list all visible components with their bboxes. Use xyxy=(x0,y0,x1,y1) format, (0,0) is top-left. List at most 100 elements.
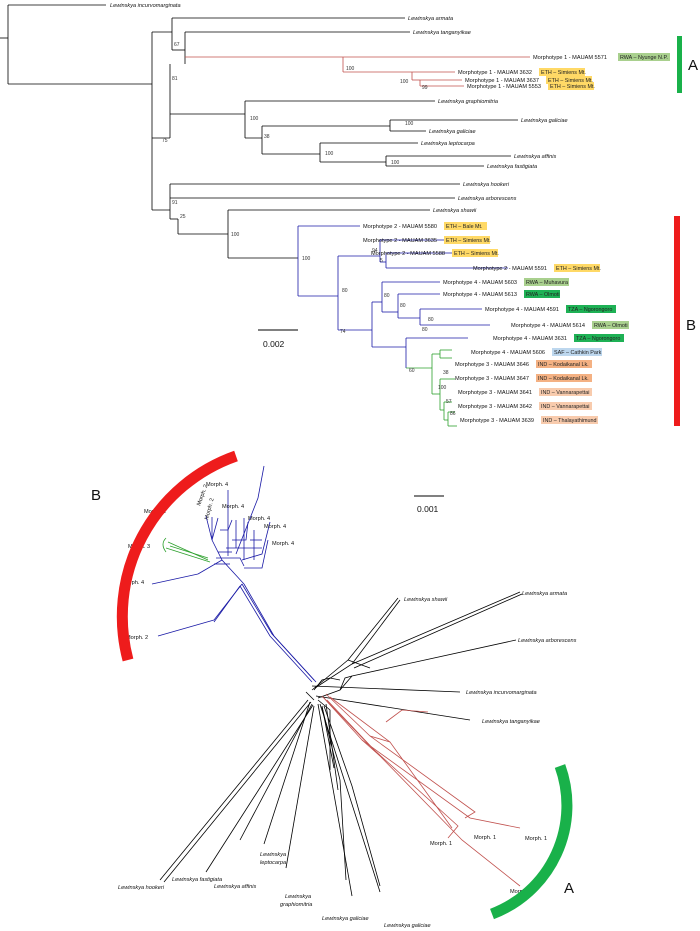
species-label: Lewinskya tanganyikae xyxy=(482,719,540,725)
tip-label: Morphotype 2 - MAUAM 5591 xyxy=(473,266,547,272)
svg-text:SAF – Cathkin Park: SAF – Cathkin Park xyxy=(554,350,602,356)
support-value: 94 xyxy=(372,248,378,254)
geo-tag: RWA – Nyunge N.P. xyxy=(618,53,670,61)
species-label: Lewinskya hookeri xyxy=(118,885,165,891)
tip-label: Lewinskya shawii xyxy=(433,208,477,214)
geo-tag: RWA – Olmoti xyxy=(592,321,629,329)
support-value: 80 xyxy=(428,317,434,323)
tip-label: Morphotype 1 - MAUAM 3632 xyxy=(458,70,532,76)
tip-label: Lewinskya galiciae xyxy=(521,118,568,124)
support-value: 75 xyxy=(162,138,168,144)
species-label: Lewinskya galiciae xyxy=(322,916,369,922)
morph-label: Morph. 1 xyxy=(430,841,452,847)
morph-label: Morph. 4 xyxy=(272,541,294,547)
tip-label: Lewinskya arborescens xyxy=(458,196,517,202)
tip-label: Lewinskya incurvomarginata xyxy=(110,3,181,9)
morph-label: Morph. 4 xyxy=(122,580,144,586)
support-value: 100 xyxy=(438,385,447,391)
tree-branches-clade-a xyxy=(185,56,530,87)
geo-tag: SAF – Cathkin Park xyxy=(552,348,602,356)
support-value: 100 xyxy=(391,160,400,166)
species-label: Lewinskya arborescens xyxy=(518,638,577,644)
species-label: graphiomitria xyxy=(280,902,312,908)
network-morph-labels: Morph. 4 Morph. 4 Morph. 2 Morph. 2 Morp… xyxy=(122,482,547,895)
species-label: Lewinskya fastigiata xyxy=(172,877,222,883)
geo-tag: RWA – Muhavura xyxy=(524,278,569,286)
support-value: 100 xyxy=(302,256,311,262)
svg-text:IND – Thalayathimund: IND – Thalayathimund xyxy=(543,418,597,424)
support-value: 80 xyxy=(342,288,348,294)
tip-label: Morphotype 2 - MAUAM 5588 xyxy=(371,251,445,257)
geo-tag: IND – Vannarapettai xyxy=(539,388,592,396)
support-value: 100 xyxy=(346,66,355,72)
support-value: 67 xyxy=(174,42,180,48)
tree-tip-labels: Lewinskya incurvomarginata Lewinskya arm… xyxy=(110,3,607,424)
support-value: 100 xyxy=(405,121,414,127)
geo-tag: IND – Kodaikanal Lk. xyxy=(536,360,592,368)
morph-label: Morph. 2 xyxy=(204,498,216,521)
species-label: Lewinskya xyxy=(285,894,311,900)
tip-label: Lewinskya graphiomitria xyxy=(438,99,498,105)
network-species-labels: Lewinskya shawii Lewinskya armata Lewins… xyxy=(118,591,577,929)
geo-tag: ETH – Simiens Mt. xyxy=(452,249,499,257)
clade-b-label: B xyxy=(91,487,101,504)
svg-text:IND – Vannarapettai: IND – Vannarapettai xyxy=(541,390,589,396)
svg-text:TZA – Ngorongoro: TZA – Ngorongoro xyxy=(568,307,612,313)
species-label: Lewinskya xyxy=(260,852,286,858)
splits-network xyxy=(151,465,523,897)
tip-label: Lewinskya affinis xyxy=(514,154,556,160)
svg-text:ETH – Simiens Mt.: ETH – Simiens Mt. xyxy=(541,70,586,76)
morph-label: Morph. 4 xyxy=(248,516,270,522)
species-label: leptocarpa xyxy=(260,860,286,866)
species-label: Lewinskya affinis xyxy=(214,884,256,890)
support-value: 80 xyxy=(422,327,428,333)
morph-label: Morph. 1 xyxy=(525,836,547,842)
geo-tag: ETH – Bale Mt. xyxy=(444,222,487,230)
tree-clade-a-bar: A xyxy=(677,36,698,93)
tip-label: Morphotype 4 - MAUAM 5603 xyxy=(443,280,517,286)
tree-scale-bar: 0.002 xyxy=(258,329,298,349)
svg-text:TZA – Ngorongoro: TZA – Ngorongoro xyxy=(576,336,620,342)
support-value: 80 xyxy=(384,293,390,299)
tip-label: Morphotype 3 - MAUAM 3642 xyxy=(458,404,532,410)
svg-text:ETH – Simiens Mt.: ETH – Simiens Mt. xyxy=(556,266,601,272)
support-value: 38 xyxy=(264,134,270,140)
geo-tag: RWA – Olmoti xyxy=(524,290,560,298)
tip-label: Morphotype 3 - MAUAM 3646 xyxy=(455,362,529,368)
svg-text:IND – Kodaikanal Lk.: IND – Kodaikanal Lk. xyxy=(538,376,589,382)
species-label: Lewinskya armata xyxy=(522,591,567,597)
phylogenetic-tree xyxy=(0,4,530,427)
network-clade-a-edges xyxy=(321,693,521,887)
species-label: Lewinskya shawii xyxy=(404,597,448,603)
tip-label: Morphotype 4 - MAUAM 4591 xyxy=(485,307,559,313)
support-value: 74 xyxy=(340,329,346,335)
tip-label: Morphotype 1 - MAUAM 5553 xyxy=(467,84,541,90)
tip-label: Morphotype 2 - MAUAM 5580 xyxy=(363,224,437,230)
support-value: 100 xyxy=(231,232,240,238)
svg-text:ETH – Simiens Mt.: ETH – Simiens Mt. xyxy=(548,78,593,84)
tip-label: Morphotype 1 - MAUAM 5571 xyxy=(533,55,607,61)
svg-text:ETH – Simiens Mt.: ETH – Simiens Mt. xyxy=(446,238,491,244)
tip-label: Morphotype 4 - MAUAM 3631 xyxy=(493,336,567,342)
geo-tag: ETH – Simiens Mt. xyxy=(539,68,586,76)
geo-tag: IND – Kodaikanal Lk. xyxy=(536,374,592,382)
network-clade-green-edges xyxy=(162,537,211,563)
morph-label: Morph. 4 xyxy=(206,482,228,488)
clade-a-label: A xyxy=(564,880,574,897)
svg-text:0.002: 0.002 xyxy=(263,339,285,349)
support-value: 60 xyxy=(409,368,415,374)
geo-tag: IND – Vannarapettai xyxy=(539,402,592,410)
tip-label: Morphotype 4 - MAUAM 5613 xyxy=(443,292,517,298)
tip-label: Morphotype 2 - MAUAM 3635 xyxy=(363,238,437,244)
tip-label: Morphotype 3 - MAUAM 3639 xyxy=(460,418,534,424)
support-value: 38 xyxy=(443,370,449,376)
tip-label: Morphotype 3 - MAUAM 3647 xyxy=(455,376,529,382)
geo-tag: TZA – Ngorongoro xyxy=(566,305,616,313)
network-scale-bar: 0.001 xyxy=(414,495,444,514)
support-value: 81 xyxy=(172,76,178,82)
tip-label: Morphotype 3 - MAUAM 3641 xyxy=(458,390,532,396)
tip-label: Lewinskya fastigiata xyxy=(487,164,537,170)
tip-label: Morphotype 4 - MAUAM 5614 xyxy=(511,323,585,329)
geo-tag: ETH – Simiens Mt. xyxy=(546,76,593,84)
